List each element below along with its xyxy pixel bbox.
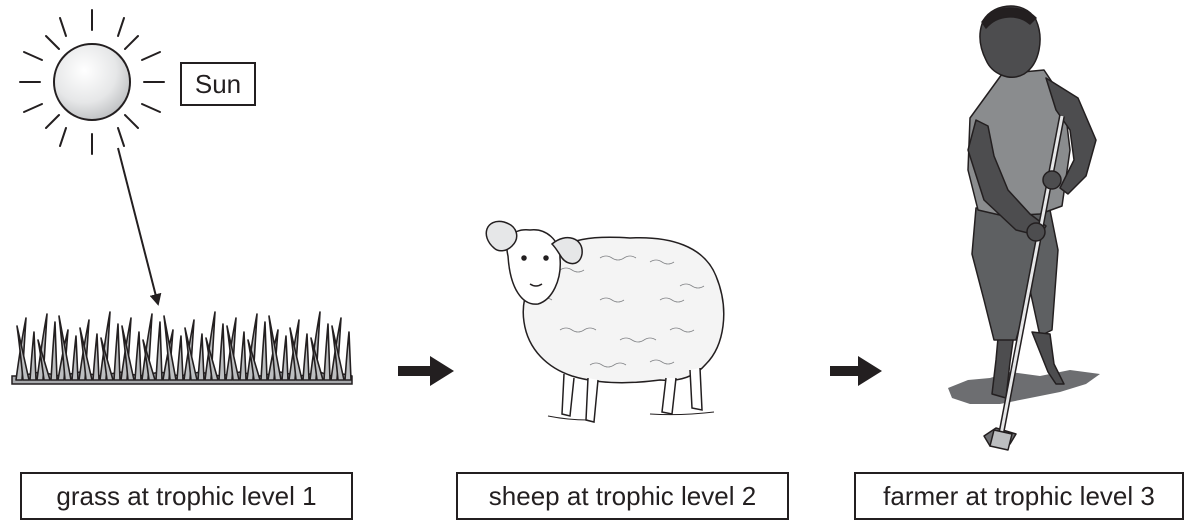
grass-blade xyxy=(155,321,163,381)
grass-blade xyxy=(50,321,58,381)
grass-blade xyxy=(218,323,226,381)
grass-blade xyxy=(16,325,30,381)
grass-blade xyxy=(58,315,72,381)
grass-blade xyxy=(37,339,51,381)
grass-blade xyxy=(239,331,247,381)
sun-label: Sun xyxy=(180,62,256,106)
grass-blade xyxy=(184,327,198,381)
grass-icon xyxy=(11,311,353,385)
grass-blade xyxy=(226,325,240,381)
grass-blade xyxy=(113,323,121,381)
grass-blade xyxy=(163,315,177,381)
grass-blade xyxy=(142,339,156,381)
sheep-label: sheep at trophic level 2 xyxy=(456,472,789,520)
grass-blade xyxy=(197,333,205,381)
grass-blade xyxy=(205,337,219,381)
grass-blade xyxy=(134,331,142,381)
grass-label: grass at trophic level 1 xyxy=(20,472,353,520)
grass-blade xyxy=(281,335,289,381)
grass-blade xyxy=(121,325,135,381)
arrow-sheep-to-farmer xyxy=(830,356,882,386)
grass-blade xyxy=(331,325,345,381)
grass-blade xyxy=(289,327,303,381)
grass-blade xyxy=(79,327,93,381)
grass-blade xyxy=(247,339,261,381)
farmer-label: farmer at trophic level 3 xyxy=(854,472,1184,520)
grass-blade xyxy=(260,321,268,381)
grass-blade xyxy=(268,315,282,381)
grass-blade xyxy=(323,323,331,381)
farmer-icon xyxy=(948,5,1100,451)
grass-blade xyxy=(29,331,37,381)
grass-blade xyxy=(310,337,324,381)
grass-blade xyxy=(100,337,114,381)
sun-icon xyxy=(19,9,165,155)
sheep-icon xyxy=(485,220,725,423)
grass-blade xyxy=(302,333,310,381)
grass-blade xyxy=(176,335,184,381)
sunlight-arrow xyxy=(117,147,162,306)
grass-blade xyxy=(92,333,100,381)
grass-blade xyxy=(71,335,79,381)
arrow-grass-to-sheep xyxy=(398,356,454,386)
grass-blade xyxy=(344,331,352,381)
